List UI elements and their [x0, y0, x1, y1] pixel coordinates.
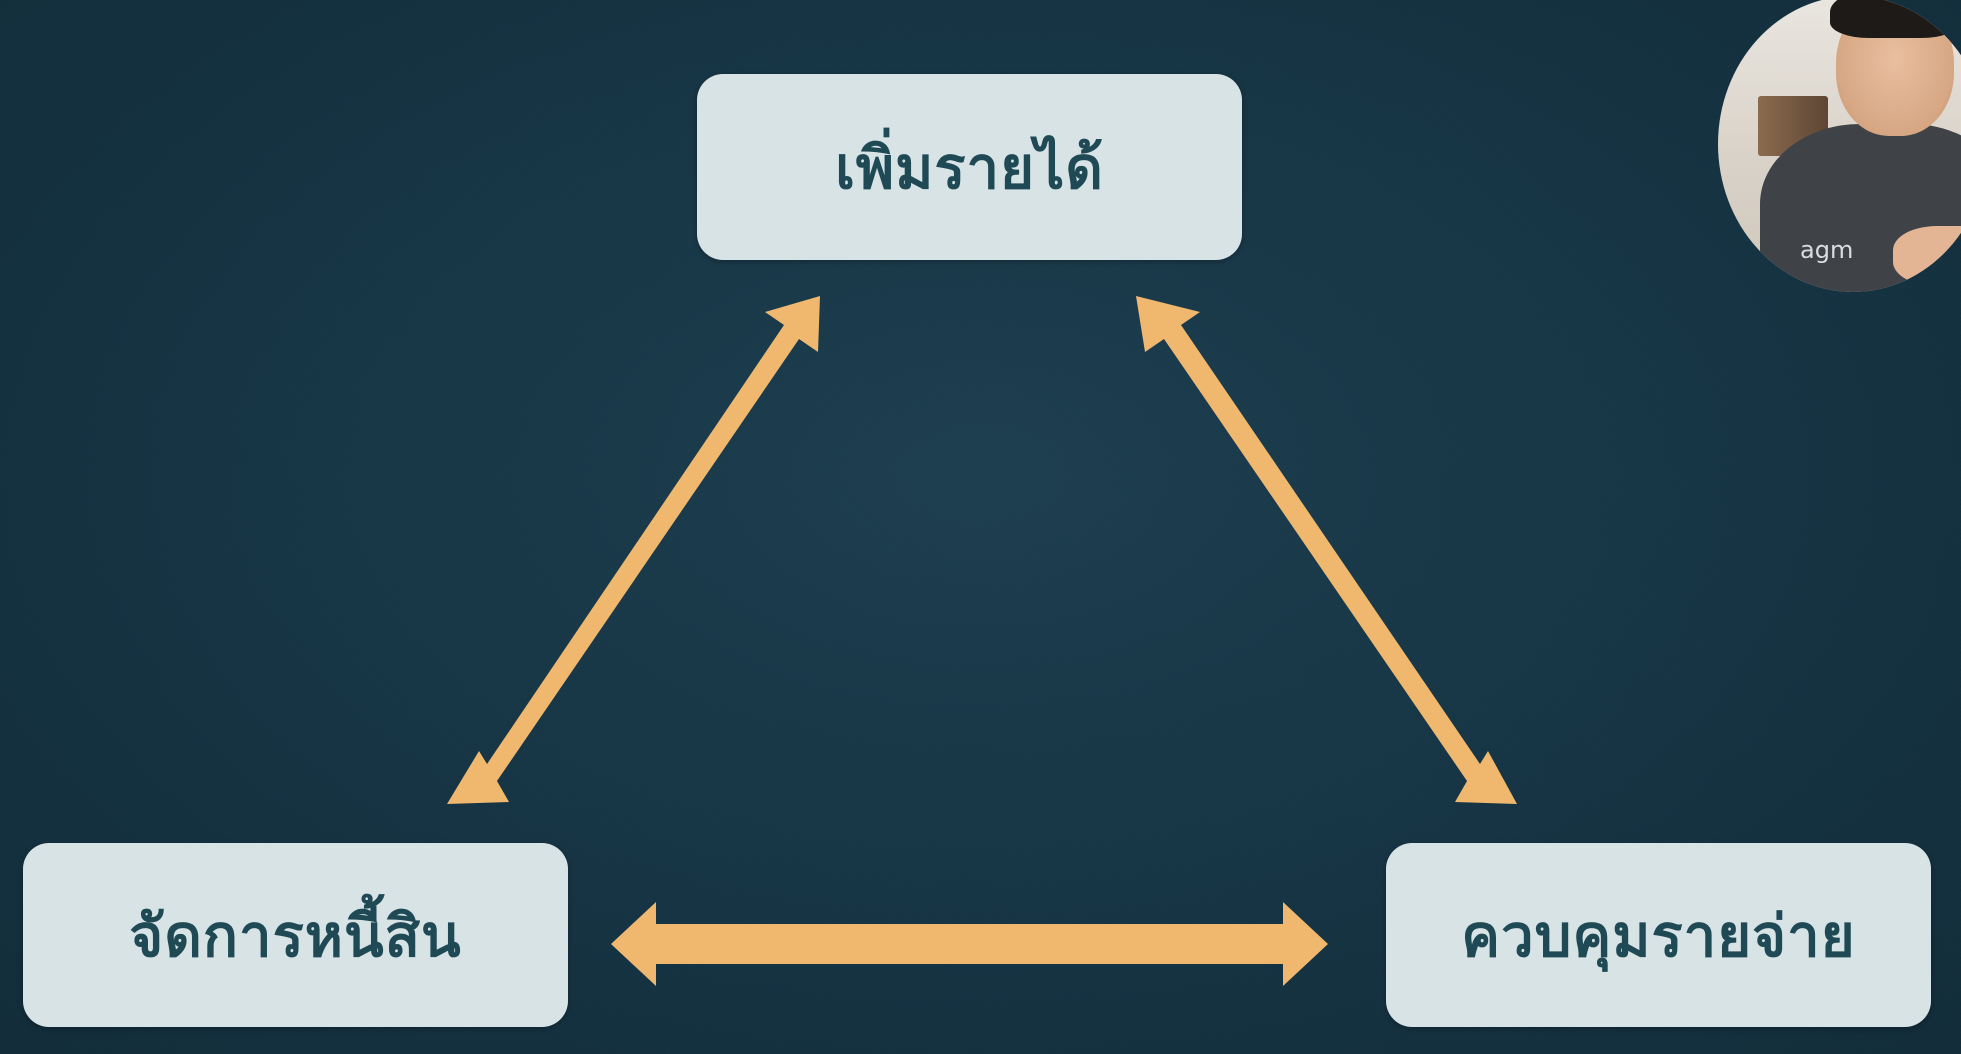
arrow-top-left	[447, 296, 820, 804]
node-control-expenses-label: ควบคุมรายจ่าย	[1461, 901, 1856, 970]
node-increase-income-label: เพิ่มรายได้	[835, 133, 1104, 202]
arrow-top-right	[1136, 296, 1517, 804]
node-manage-debt-label: จัดการหนี้สิน	[129, 901, 462, 970]
node-increase-income: เพิ่มรายได้	[697, 74, 1242, 260]
webcam-shirt-text: agm	[1800, 236, 1854, 264]
webcam-person-hand	[1893, 226, 1961, 286]
webcam-overlay: agm	[1718, 0, 1961, 292]
node-control-expenses: ควบคุมรายจ่าย	[1386, 843, 1931, 1027]
node-manage-debt: จัดการหนี้สิน	[23, 843, 568, 1027]
webcam-person-hair	[1830, 0, 1960, 38]
arrow-left-right	[611, 902, 1328, 986]
